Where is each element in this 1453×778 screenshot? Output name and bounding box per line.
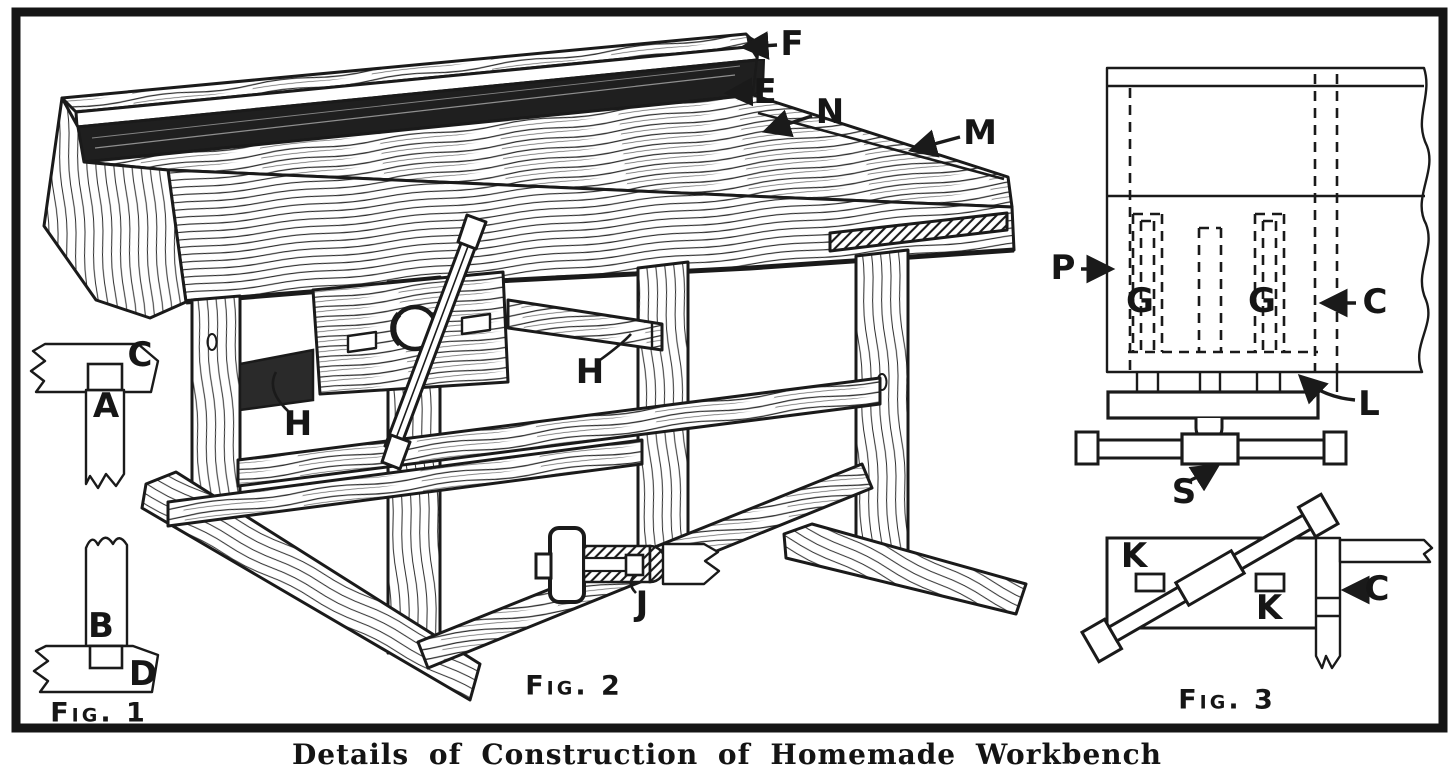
fig1-post-b xyxy=(84,536,129,648)
label-fig1-C: C xyxy=(128,335,153,375)
fig3-key-right xyxy=(1254,572,1286,593)
arrow-L xyxy=(1297,374,1356,405)
vise-guide-bar-left xyxy=(238,348,315,412)
label-E: E xyxy=(753,72,776,112)
bench-cleat xyxy=(828,211,1009,253)
fig2-nut-left xyxy=(534,552,553,580)
label-fig3-K-right: K xyxy=(1256,588,1284,628)
fig1-detail: C A B D Fig. 1 xyxy=(29,335,160,729)
fig3-caption: Fig. 3 xyxy=(1178,685,1276,716)
stretcher-lower xyxy=(166,438,644,528)
fig3-handle-cap-right xyxy=(1322,430,1348,466)
fig3-key-left xyxy=(1134,572,1166,593)
vise-guide-bar-right xyxy=(506,298,664,352)
fig3-slot-center xyxy=(1197,226,1223,352)
fig3-post xyxy=(1314,536,1342,670)
vise-key-right xyxy=(460,312,492,336)
fig3-slot-g-right xyxy=(1253,212,1286,352)
label-fig2-J: J xyxy=(634,584,649,624)
arrow-F xyxy=(739,31,778,60)
vise-key-left xyxy=(346,330,378,354)
fig2-shaft-slot xyxy=(582,556,630,573)
fig3-arm xyxy=(1338,538,1434,564)
label-fig3-K-left: K xyxy=(1121,536,1149,576)
fig1-caption: Fig. 1 xyxy=(50,698,148,729)
arrow-M xyxy=(907,129,961,158)
label-N: N xyxy=(816,92,844,132)
label-fig3-G-right: G xyxy=(1248,281,1276,321)
label-fig3-P: P xyxy=(1051,248,1076,288)
page-caption: Details of Construction of Homemade Work… xyxy=(292,738,1162,771)
fig2-board xyxy=(661,542,721,586)
workbench-drawing: F E N M H H xyxy=(42,24,1028,702)
leader-H-right xyxy=(599,333,632,362)
vise-handle-cap-bottom xyxy=(380,433,412,471)
fig3-slot-g-left xyxy=(1131,212,1164,352)
sled-foot-left xyxy=(140,470,482,702)
label-F: F xyxy=(780,24,803,64)
label-fig1-A: A xyxy=(93,386,120,426)
leader-J xyxy=(629,575,637,594)
arrow-N xyxy=(761,109,813,138)
bench-top-seam xyxy=(757,111,1005,181)
arrow-S xyxy=(1188,463,1221,492)
bench-left-end xyxy=(42,96,188,320)
fig2-key xyxy=(624,553,645,577)
leader-H-left xyxy=(271,371,289,412)
fig2-caption: Fig. 2 xyxy=(525,671,623,702)
fig3-front-jaw xyxy=(1106,390,1320,420)
label-H-left: H xyxy=(284,404,312,444)
vise-handle-cap-top xyxy=(456,213,488,251)
label-fig3-G-left: G xyxy=(1126,281,1154,321)
fig3-handle-cap-left xyxy=(1074,430,1100,466)
fig3-turnbuckle-rod xyxy=(1079,492,1341,664)
fig3-dowels xyxy=(1135,372,1339,392)
label-fig1-D: D xyxy=(129,654,157,694)
fig2-detail: J Fig. 2 xyxy=(525,526,721,702)
fig3-handle-block xyxy=(1180,432,1240,466)
sled-foot-right xyxy=(782,522,1028,616)
label-fig1-B: B xyxy=(88,606,114,646)
label-H-right: H xyxy=(576,352,604,392)
arrow-E xyxy=(723,77,754,107)
label-fig3-C-top: C xyxy=(1363,282,1388,322)
label-fig3-L: L xyxy=(1358,384,1380,424)
fig1-mortise-top xyxy=(86,362,124,392)
fig2-screw-disc xyxy=(548,526,586,604)
backboard-end xyxy=(751,59,766,97)
label-M: M xyxy=(963,113,997,153)
fig3-detail: P G G C L S K K C Fig. 3 xyxy=(1051,66,1434,716)
label-fig3-S: S xyxy=(1172,472,1197,512)
fig1-post-a xyxy=(84,388,126,490)
label-fig3-C-bottom: C xyxy=(1365,569,1390,609)
fig1-mortise-bottom xyxy=(88,644,124,670)
